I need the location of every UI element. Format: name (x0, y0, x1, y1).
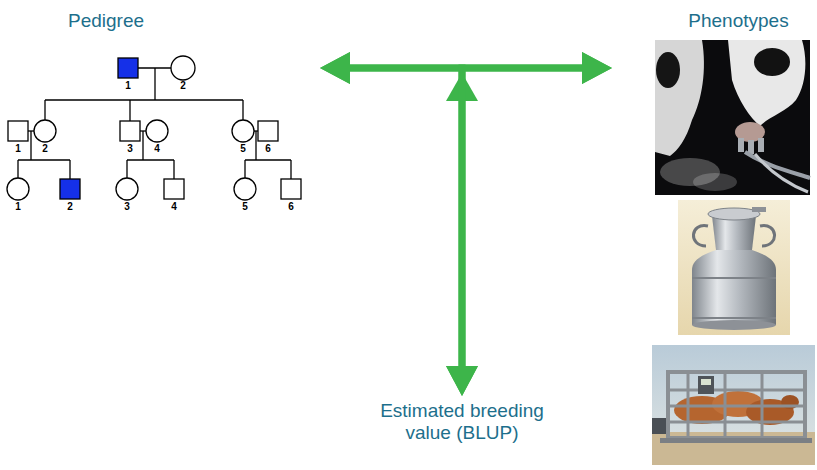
pedigree-chart (7, 56, 301, 200)
descent-line (242, 100, 243, 120)
callout-number: 1 (116, 80, 140, 92)
callout-number: 4 (162, 201, 186, 213)
female-symbol (116, 178, 138, 200)
can-band (692, 317, 776, 319)
male-symbol (258, 121, 278, 141)
male-symbol (118, 58, 138, 78)
callout-number: 2 (33, 143, 57, 155)
cow-body (655, 40, 704, 156)
callout-number: 1 (6, 201, 30, 213)
cow-body (728, 40, 805, 126)
scale-screen (701, 379, 711, 385)
male-symbol (8, 121, 28, 141)
arrowhead (446, 366, 478, 396)
can-handle (760, 226, 775, 246)
frame (668, 372, 805, 438)
callout-number: 6 (256, 143, 280, 155)
green-arrow (446, 52, 612, 396)
post (687, 372, 690, 438)
result-box: Estimated breeding value (BLUP) (362, 396, 562, 448)
callout-number: 6 (279, 201, 303, 213)
female-symbol (232, 120, 254, 142)
milk-hose (755, 154, 808, 192)
scale-display (698, 376, 714, 394)
phenotypes-panel: Phenotypes (612, 8, 817, 468)
female-symbol (7, 178, 29, 200)
can-base (692, 320, 776, 330)
callout-number: 5 (233, 201, 257, 213)
milking-photo (655, 40, 810, 195)
descent-line (290, 160, 291, 179)
sibship-line (245, 159, 291, 160)
panel-heading: Pedigree (0, 10, 212, 32)
cow-patch (754, 48, 790, 76)
teat-cup (758, 138, 764, 152)
steam (693, 173, 737, 191)
descent-line (126, 160, 127, 178)
descent-line (173, 160, 174, 179)
arrowhead (582, 52, 612, 84)
cattle-scale-photo (652, 345, 815, 465)
result-label: Estimated breeding value (BLUP) (368, 400, 556, 444)
sibship-line (127, 159, 174, 160)
can-handle (693, 226, 708, 246)
can-band (692, 277, 776, 279)
female-symbol (34, 120, 56, 142)
lid-clamp (752, 207, 766, 212)
scale-platform (660, 438, 812, 443)
female-symbol (146, 120, 168, 142)
male-symbol (120, 121, 140, 141)
callout-number: 5 (231, 143, 255, 155)
can-shoulder (692, 250, 776, 270)
milk-can-photo (678, 200, 790, 335)
arrowhead (320, 52, 350, 84)
male-symbol (60, 179, 80, 199)
female-symbol (171, 56, 195, 80)
callout-number: 2 (58, 201, 82, 213)
pedigree-panel: Pedigree (0, 8, 320, 218)
descent-line (129, 100, 130, 121)
arrowhead (446, 366, 478, 396)
descent-line (154, 68, 155, 100)
callout-number: 4 (145, 143, 169, 155)
photo-ground (678, 200, 790, 335)
post (724, 372, 727, 438)
green-arrow (320, 52, 478, 396)
arrowhead (320, 52, 350, 84)
callout-number: 3 (118, 143, 142, 155)
descent-line (244, 160, 245, 178)
can-neck (712, 216, 756, 250)
arrowhead (582, 52, 612, 84)
sibship-line (18, 159, 70, 160)
callout-number: 3 (115, 201, 139, 213)
arrow-shaft (347, 68, 462, 369)
callout-number: 2 (171, 80, 195, 92)
arrow-shaft (462, 68, 585, 369)
descent-line (69, 160, 70, 179)
can-body (692, 270, 776, 325)
callout-number: 1 (6, 143, 30, 155)
descent-line (44, 100, 45, 120)
descent-line (17, 160, 18, 178)
post (761, 372, 764, 438)
scale-frame (668, 372, 805, 438)
male-symbol (164, 179, 184, 199)
photo-ground (652, 345, 815, 465)
cow-patch (656, 52, 680, 88)
descent-line (142, 131, 143, 160)
teat-cup (738, 138, 744, 152)
photo-ground (655, 40, 810, 195)
female-symbol (234, 178, 256, 200)
descent-line (30, 131, 31, 160)
descent-line (255, 131, 256, 160)
sibship-line (45, 99, 243, 100)
panel-heading: Phenotypes (664, 10, 813, 32)
teat-cup (748, 140, 754, 154)
male-symbol (281, 179, 301, 199)
